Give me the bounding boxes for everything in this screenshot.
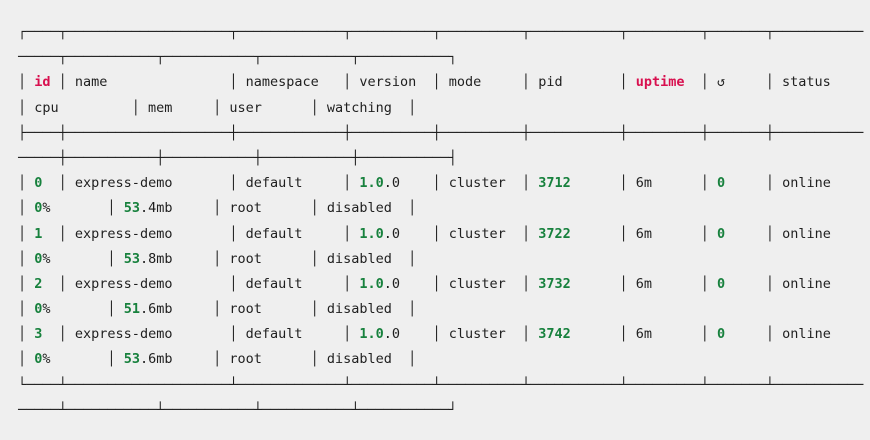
process-row-0-line-2: │ 0% │ 53.4mb │ root │ disabled │ bbox=[18, 200, 417, 217]
table-top-border-line-1: ┌────┬────────────────────┬─────────────… bbox=[18, 24, 864, 40]
process-row-2-line-1: │ 2 │ express-demo │ default │ 1.0.0 │ c… bbox=[18, 275, 831, 292]
process-row-1-line-2: │ 0% │ 53.8mb │ root │ disabled │ bbox=[18, 250, 417, 267]
table-header-separator-line-1: ├────┼────────────────────┼─────────────… bbox=[18, 124, 864, 141]
table-header-separator-line-2: ─────┼───────────┼───────────┼──────────… bbox=[18, 149, 457, 166]
table-bottom-border-line-1: └────┴────────────────────┴─────────────… bbox=[18, 376, 864, 393]
table-bottom-border-line-2: ─────┴───────────┴───────────┴──────────… bbox=[18, 401, 457, 418]
process-row-3-line-2: │ 0% │ 53.6mb │ root │ disabled │ bbox=[18, 351, 417, 368]
table-header-line-1: │ id │ name │ namespace │ version │ mode… bbox=[18, 74, 831, 91]
table-top-border-line-2: ─────┬───────────┬───────────┬──────────… bbox=[18, 49, 457, 66]
process-row-0-line-1: │ 0 │ express-demo │ default │ 1.0.0 │ c… bbox=[18, 175, 831, 192]
process-row-2-line-2: │ 0% │ 51.6mb │ root │ disabled │ bbox=[18, 301, 417, 318]
table-header-line-2: │ cpu │ mem │ user │ watching │ bbox=[18, 99, 417, 116]
terminal-output: ┌────┬────────────────────┬─────────────… bbox=[18, 20, 863, 423]
process-row-3-line-1: │ 3 │ express-demo │ default │ 1.0.0 │ c… bbox=[18, 326, 831, 343]
process-row-1-line-1: │ 1 │ express-demo │ default │ 1.0.0 │ c… bbox=[18, 225, 831, 242]
